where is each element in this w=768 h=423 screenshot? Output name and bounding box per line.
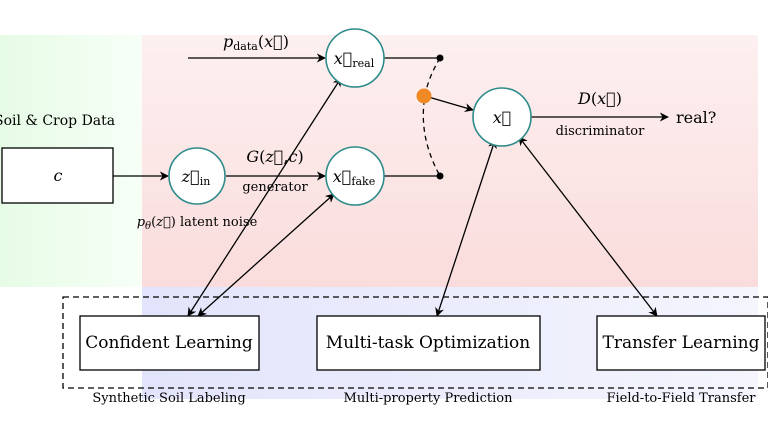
svg-text:x⃗: x⃗: [493, 108, 512, 127]
multitask-to-x-arrow: [435, 139, 497, 317]
latent-noise-label: pθ(z⃗) latent noise: [137, 215, 258, 232]
confident-to-fake-arrow: [197, 193, 335, 317]
svg-text:x⃗real: x⃗real: [334, 49, 375, 70]
c-label: c: [54, 166, 63, 185]
generator-fn-label: G(z⃗,c): [246, 147, 303, 166]
confident-learning-label: Confident Learning: [85, 333, 253, 353]
discriminator-label: discriminator: [556, 124, 645, 139]
generator-label: generator: [242, 180, 308, 195]
confident-learning-module: Confident Learning: [79, 315, 260, 371]
transfer-to-x-arrow: [518, 136, 658, 317]
soil-crop-label: Soil & Crop Data: [0, 113, 115, 129]
discriminator-fn-label: D(x⃗): [577, 89, 622, 108]
svg-text:x⃗fake: x⃗fake: [333, 167, 375, 188]
x-real-node: x⃗real: [325, 28, 385, 88]
red-region: [142, 35, 758, 287]
modules-frame: [62, 296, 768, 389]
z-in-node: z⃗in: [168, 147, 226, 205]
svg-text:z⃗in: z⃗in: [181, 167, 211, 188]
multitask-optimization-label: Multi-task Optimization: [326, 333, 530, 353]
multi-property-caption: Multi-property Prediction: [344, 391, 514, 406]
switch-knob: [416, 88, 432, 104]
transfer-learning-module: Transfer Learning: [596, 315, 766, 371]
x-fake-node: x⃗fake: [325, 146, 385, 206]
switch-to-x-arrow: [424, 95, 474, 113]
synthetic-soil-caption: Synthetic Soil Labeling: [92, 391, 245, 406]
p-data-label: pdata(x⃗): [223, 32, 289, 53]
c-box: [1, 147, 114, 204]
real-question-label: real?: [676, 108, 716, 127]
x-node: x⃗: [472, 87, 532, 147]
switch-dot-real: [436, 54, 444, 62]
multitask-optimization-module: Multi-task Optimization: [316, 315, 541, 371]
switch-dot-fake: [436, 172, 444, 180]
field-transfer-caption: Field-to-Field Transfer: [606, 391, 756, 406]
switch-dashed-arc: [422, 57, 441, 177]
transfer-learning-label: Transfer Learning: [603, 333, 760, 353]
